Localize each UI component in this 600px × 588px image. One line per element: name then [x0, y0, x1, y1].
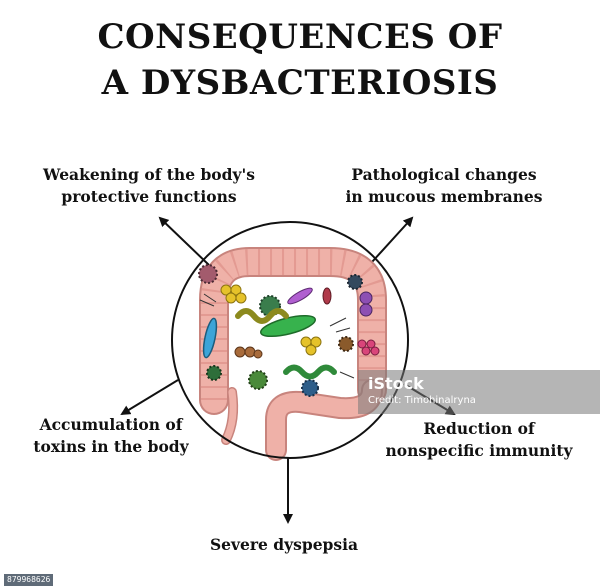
flagella-lines: [199, 293, 355, 379]
virus-icon: [198, 264, 218, 284]
page-title: CONSEQUENCES OF A DYSBACTERIOSIS: [0, 14, 600, 106]
bacillus-purple: [287, 287, 313, 305]
cocci-cluster-yellow: [220, 284, 322, 356]
virus-icon: [248, 370, 268, 390]
cocci-cluster-pink: [357, 339, 380, 356]
label-weakening-protective-functions: Weakening of the body's protective funct…: [30, 164, 268, 208]
microbes-cluster: [198, 264, 380, 397]
virus-icon: [347, 274, 363, 290]
label-severe-dyspepsia: Severe dyspepsia: [188, 534, 380, 556]
title-line-1: CONSEQUENCES OF: [97, 17, 503, 57]
spirillum-green: [283, 364, 337, 380]
stock-watermark: iStock Credit: Timohinalryna: [358, 370, 600, 414]
arrow-bottom-left: [120, 379, 179, 416]
bacillus-red: [322, 287, 332, 305]
cocci-cluster-brown: [234, 346, 263, 359]
watermark-logo: iStock: [368, 374, 424, 393]
arrow-top-left: [158, 216, 211, 267]
label-accumulation-of-toxins: Accumulation of toxins in the body: [18, 414, 204, 458]
diplococci-purple: [359, 291, 373, 317]
label-line: protective functions: [61, 187, 237, 206]
watermark-credit: Credit: Timohinalryna: [368, 395, 476, 406]
bacillus-blue: [202, 317, 218, 359]
label-line: in mucous membranes: [345, 187, 543, 206]
stock-image-id: 879968626: [4, 574, 54, 586]
label-line: Accumulation of: [39, 415, 183, 434]
label-line: Reduction of: [423, 419, 535, 438]
label-line: Severe dyspepsia: [209, 535, 359, 554]
label-reduction-of-immunity: Reduction of nonspecific immunity: [376, 418, 582, 462]
virus-icon: [338, 336, 354, 352]
label-line: nonspecific immunity: [385, 441, 573, 460]
label-line: Pathological changes: [351, 165, 537, 184]
intestine-illustration: [199, 247, 387, 461]
spirillum-olive: [235, 308, 289, 324]
arrow-top-right: [371, 216, 414, 263]
title-line-2: A DYSBACTERIOSIS: [101, 63, 499, 103]
label-pathological-changes: Pathological changes in mucous membranes: [336, 164, 552, 208]
label-line: toxins in the body: [33, 437, 189, 456]
virus-icon: [206, 365, 222, 381]
virus-icon: [301, 379, 319, 397]
dysbacteriosis-circle: [171, 221, 409, 459]
label-line: Weakening of the body's: [43, 165, 255, 184]
